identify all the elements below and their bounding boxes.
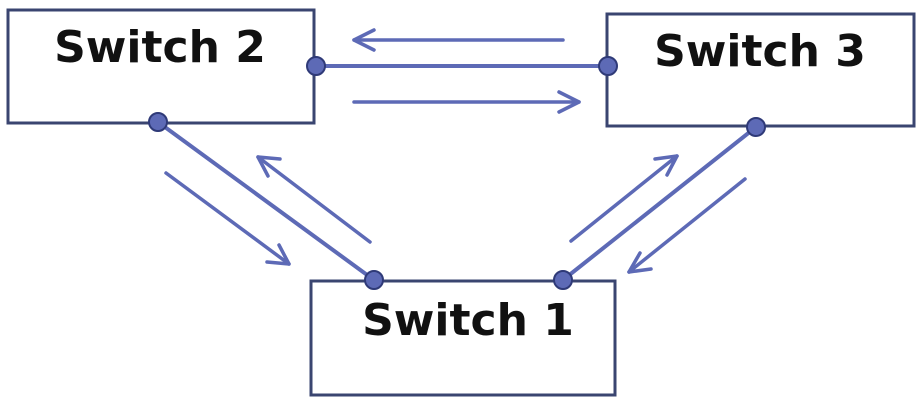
port-switch1-right [553, 270, 573, 290]
switch-3-label: Switch 3 [654, 26, 866, 77]
switch-1-box [309, 279, 617, 397]
link-switch3-switch1 [561, 125, 758, 282]
arrow-switch3-to-switch1 [627, 177, 747, 274]
switch-3: Switch 3 [605, 12, 916, 128]
switch-3-box [605, 12, 916, 128]
port-switch1-left [364, 270, 384, 290]
port-switch3-bottom [746, 117, 766, 137]
port-switch2-right [306, 56, 326, 76]
arrow-switch1-to-switch3 [569, 154, 679, 243]
arrow-switch3-to-switch2 [352, 28, 565, 52]
switch-1-label: Switch 1 [362, 295, 574, 346]
switch-2: Switch 2 [6, 8, 316, 125]
link-switch2-switch1 [156, 120, 376, 282]
port-switch3-left [598, 56, 618, 76]
switch-1: Switch 1 [309, 279, 617, 397]
arrow-switch2-to-switch1 [164, 171, 291, 266]
arrow-switch2-to-switch3 [352, 90, 581, 114]
port-switch2-bottom [148, 112, 168, 132]
switch-2-label: Switch 2 [54, 22, 266, 73]
arrow-switch1-to-switch2 [256, 155, 372, 244]
